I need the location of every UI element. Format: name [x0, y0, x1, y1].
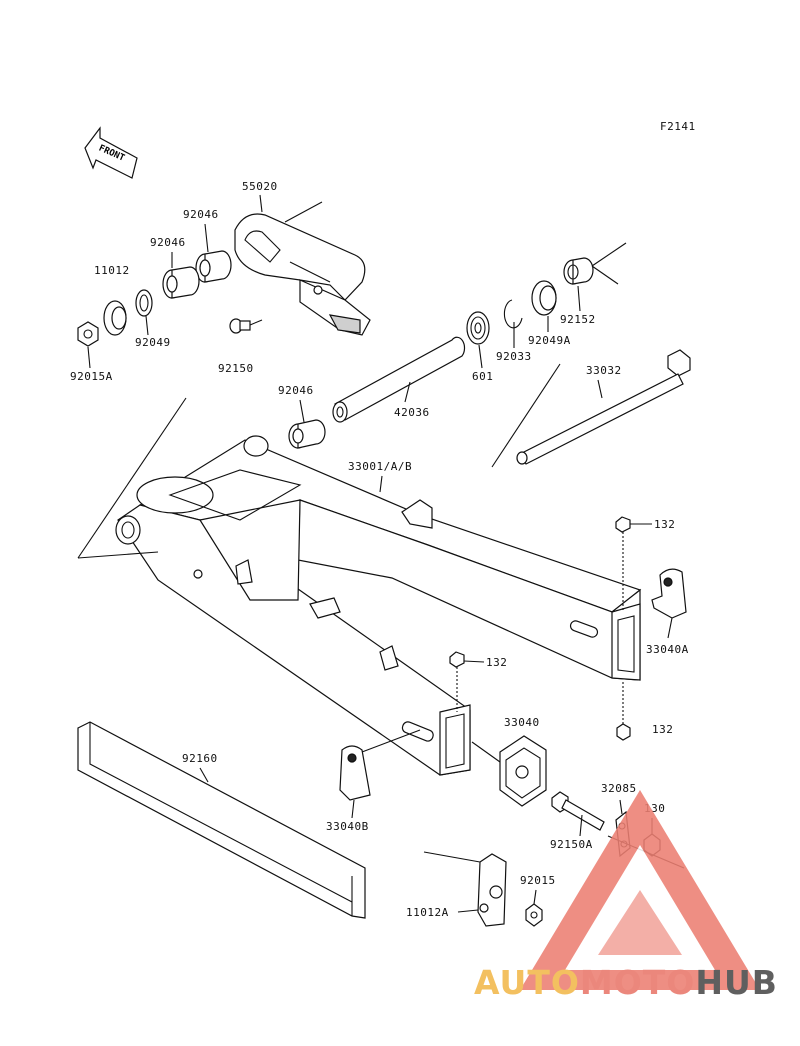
part-label-92046-a: 92046	[183, 208, 219, 221]
oil-seal-92049A	[531, 280, 557, 316]
cap-11012	[103, 300, 127, 336]
bolt-92150	[229, 318, 263, 334]
bolt-132-b	[449, 651, 465, 712]
watermark-part-2: MOTO	[580, 963, 695, 1002]
sleeve-42036	[332, 336, 466, 423]
part-label-132-c: 132	[652, 723, 673, 736]
part-label-92160: 92160	[182, 752, 218, 765]
bolt-132-a	[615, 516, 631, 612]
bracket-33040B	[339, 729, 421, 801]
chain-adjuster-33040	[471, 735, 547, 807]
circlip-92033	[503, 299, 523, 329]
watermark-logo: AUTOMOTOHUB	[474, 790, 778, 1002]
part-label-11012: 11012	[94, 264, 130, 277]
part-label-33001: 33001/A/B	[348, 460, 412, 473]
part-label-92049: 92049	[135, 336, 171, 349]
part-label-92015A: 92015A	[70, 370, 113, 383]
nut-92015A	[77, 321, 99, 347]
part-label-92049A: 92049A	[528, 334, 571, 347]
part-label-132-a: 132	[654, 518, 675, 531]
part-label-33032: 33032	[586, 364, 622, 377]
part-label-92033: 92033	[496, 350, 532, 363]
needle-bearing-92046-b	[162, 266, 200, 299]
bolt-132-c	[616, 682, 631, 741]
part-label-92150: 92150	[218, 362, 254, 375]
swingarm-33001	[115, 435, 642, 776]
figure-code: F2141	[660, 120, 696, 133]
bolt-92150A	[551, 791, 605, 831]
nut-92015	[525, 903, 543, 927]
part-label-32085: 32085	[601, 782, 637, 795]
part-label-42036: 42036	[394, 406, 430, 419]
part-label-92150A: 92150A	[550, 838, 593, 851]
part-label-55020: 55020	[242, 180, 278, 193]
part-label-11012A: 11012A	[406, 906, 449, 919]
svg-text:AUTOMOTOHUB: AUTOMOTOHUB	[474, 963, 778, 1002]
part-label-92046-b: 92046	[150, 236, 186, 249]
bracket-33040A	[651, 568, 687, 619]
needle-bearing-92046-c	[288, 419, 326, 449]
part-label-92015: 92015	[520, 874, 556, 887]
needle-bearing-92046-a	[195, 250, 232, 283]
part-label-601: 601	[472, 370, 493, 383]
chain-guard-92160	[77, 721, 366, 919]
part-label-132-b: 132	[486, 656, 507, 669]
pivot-shaft-33032	[516, 349, 691, 465]
ball-bearing-601	[466, 311, 490, 345]
part-label-33040A: 33040A	[646, 643, 689, 656]
bracket-11012A	[477, 853, 507, 927]
chain-slider-part	[234, 201, 371, 336]
oil-seal-92049	[135, 289, 153, 317]
watermark-part-1: AUTO	[474, 963, 580, 1002]
part-label-92152: 92152	[560, 313, 596, 326]
part-label-33040: 33040	[504, 716, 540, 729]
part-label-33040B: 33040B	[326, 820, 369, 833]
collar-92152	[563, 257, 594, 285]
watermark-part-3: HUB	[695, 963, 778, 1002]
front-arrow-icon: FRONT	[84, 126, 138, 179]
part-label-92046-c: 92046	[278, 384, 314, 397]
